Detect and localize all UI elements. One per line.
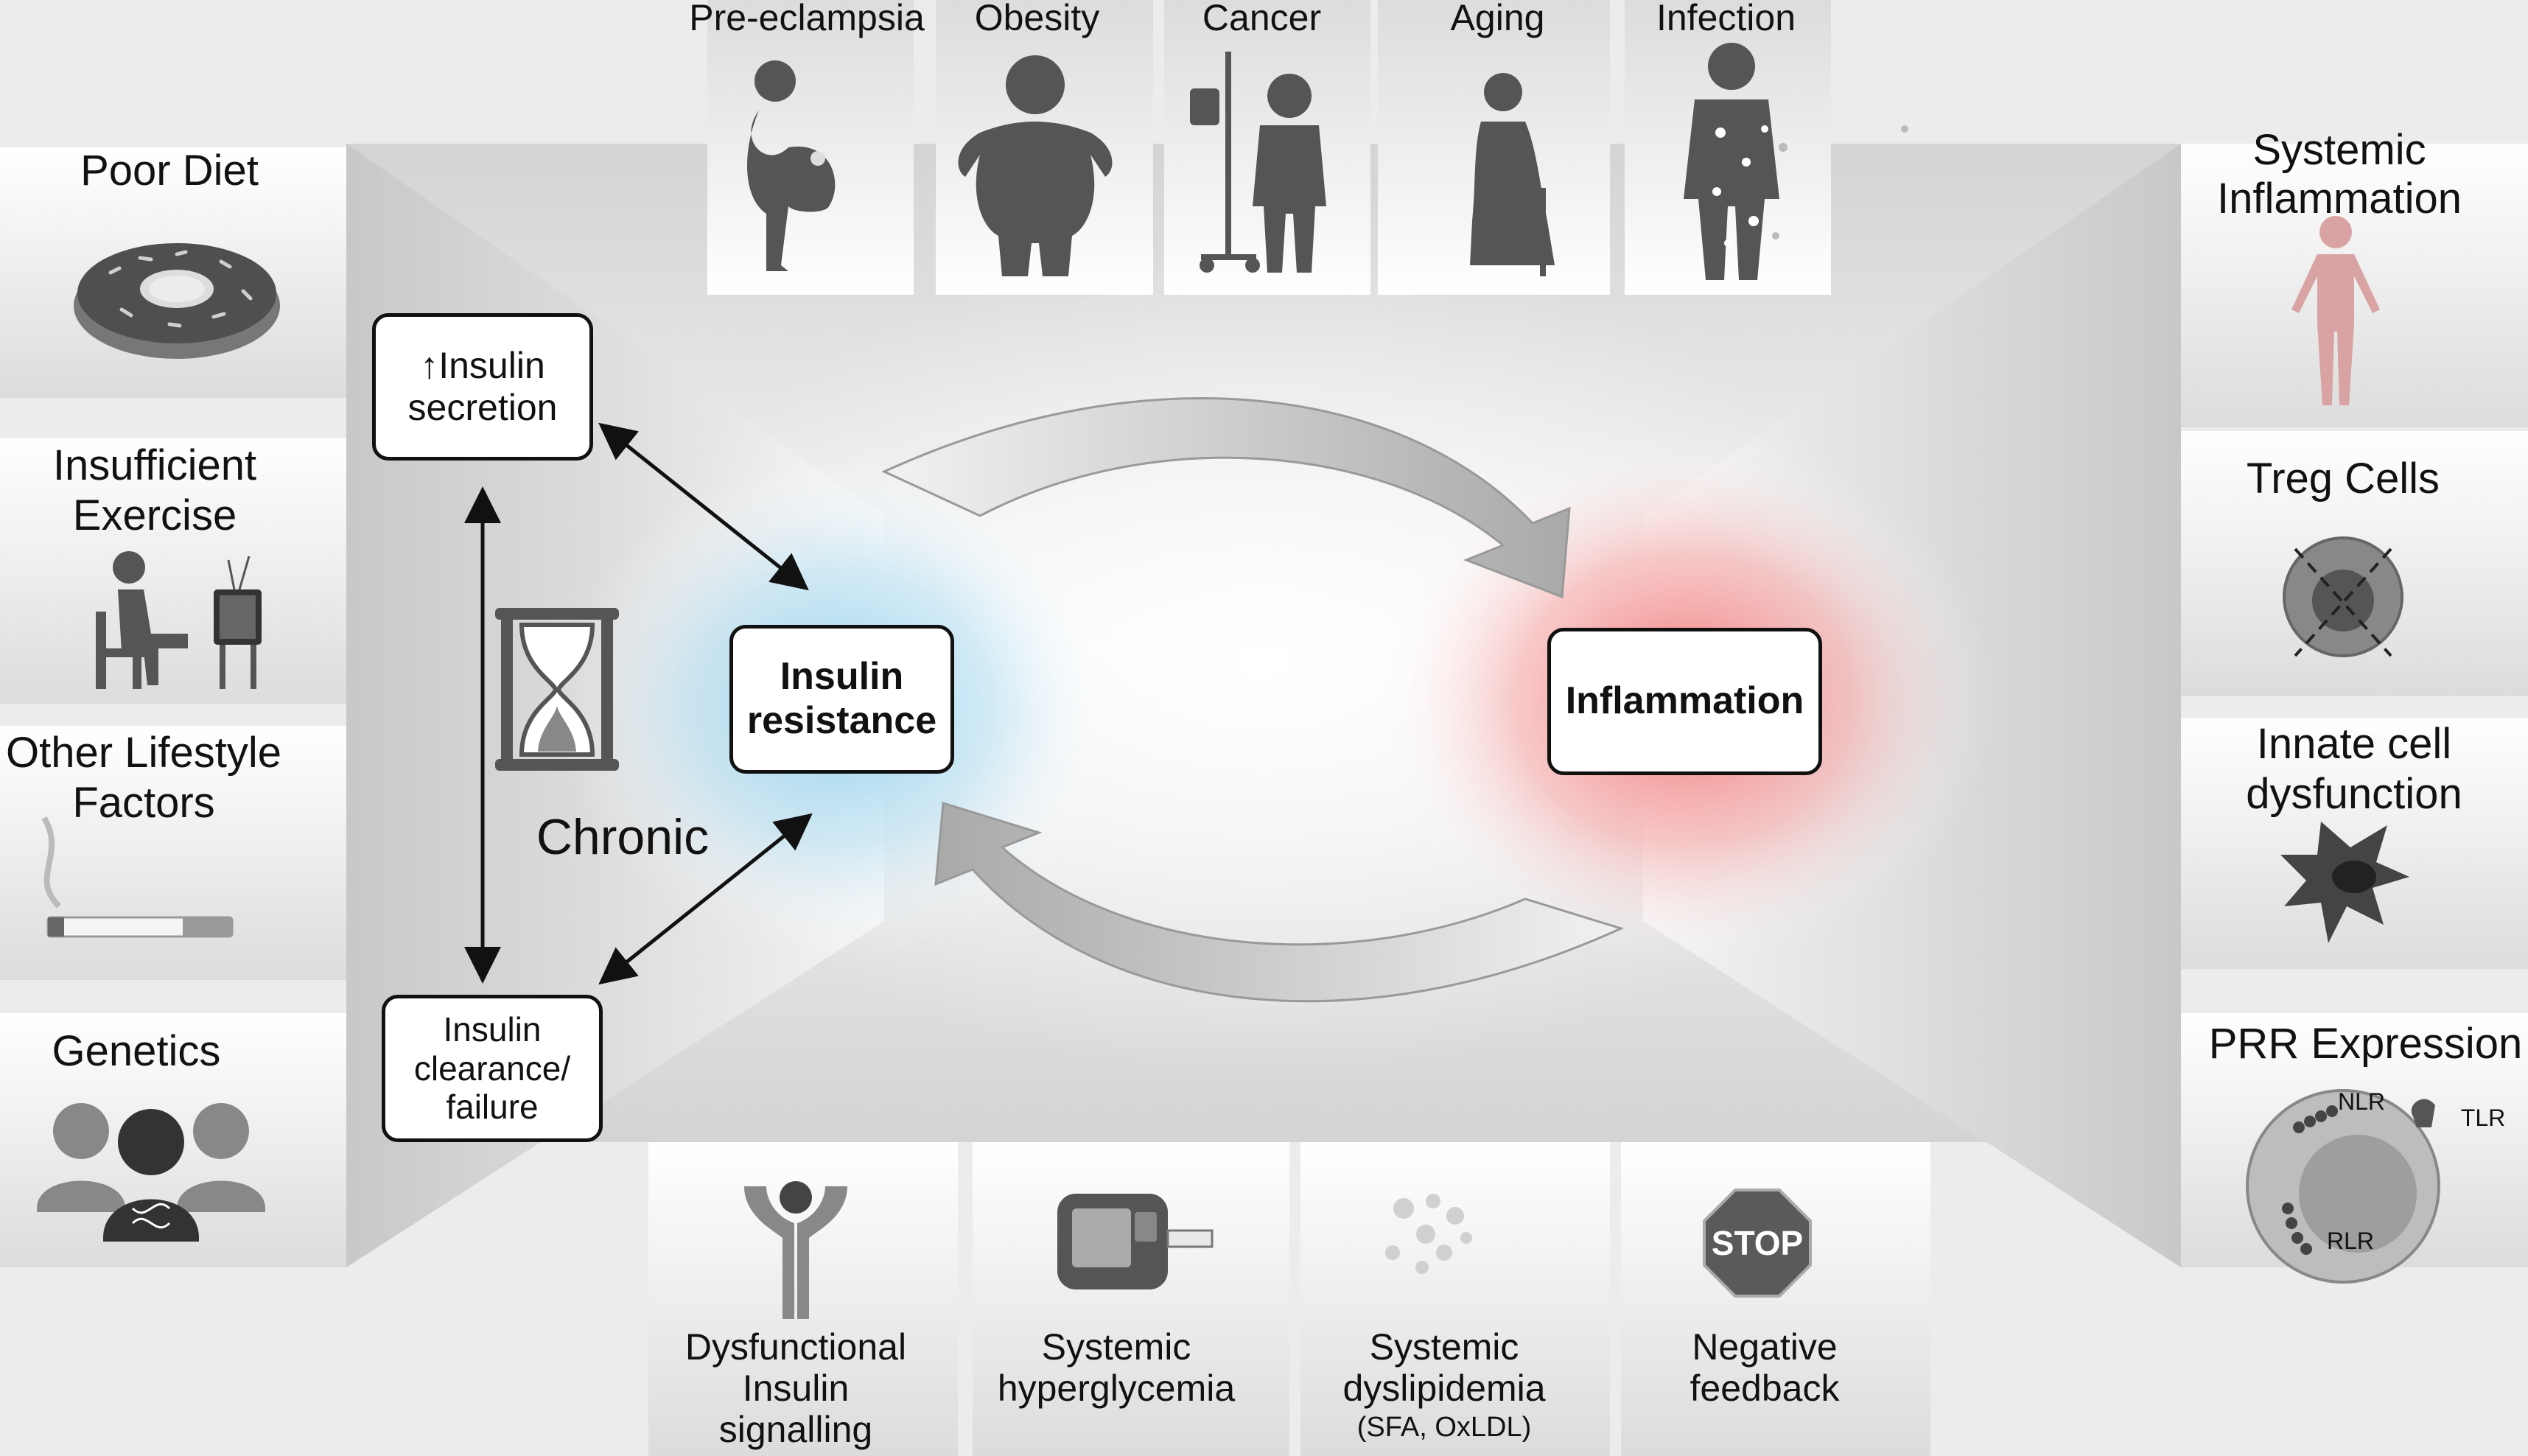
label-rlr: RLR (2326, 1228, 2374, 1254)
label-dysfunction: dysfunction (2246, 770, 2462, 818)
label-feedback: feedback (1690, 1368, 1840, 1409)
label-treg-cells: Treg Cells (2246, 455, 2440, 503)
dendritic-cell-icon (2280, 822, 2409, 943)
label-sfa-oxldl: (SFA, OxLDL) (1356, 1412, 1532, 1443)
label-prr-expression: PRR Expression (2208, 1020, 2523, 1068)
elderly-woman-icon (1470, 73, 1555, 276)
lipid-droplets-icon (1385, 1194, 1472, 1274)
clearance-line3: failure (446, 1088, 539, 1127)
secretion-line2: secretion (407, 387, 558, 428)
label-dyslipidemia: dyslipidemia (1342, 1368, 1546, 1409)
sitting-tv-icon (96, 551, 262, 689)
stop-sign-icon (1703, 1189, 1812, 1298)
donut-icon (74, 243, 280, 359)
infected-person-icon (1684, 43, 1908, 280)
secretion-line1: ↑Insulin (420, 344, 545, 386)
label-negative: Negative (1692, 1326, 1838, 1368)
systemic-inflammation-body-icon (2291, 216, 2380, 405)
curved-arrow-to-insulin-resistance (934, 802, 1625, 1003)
label-factors: Factors (72, 779, 215, 827)
ir-line2: resistance (746, 699, 937, 742)
label-aging: Aging (1450, 0, 1545, 38)
pregnant-woman-icon (746, 60, 836, 271)
label-other-lifestyle: Other Lifestyle (6, 729, 281, 777)
glucometer-icon (1057, 1194, 1214, 1289)
label-nlr: NLR (2337, 1088, 2385, 1115)
label-genetics: Genetics (52, 1027, 221, 1075)
insulin-receptor-icon (744, 1181, 847, 1319)
label-tlr: TLR (2460, 1105, 2506, 1131)
obesity-icon (958, 55, 1113, 276)
label-chronic: Chronic (536, 809, 710, 865)
inflammation-label: Inflammation (1565, 679, 1804, 723)
arrow-clearance-resistance (598, 813, 813, 985)
label-stop: STOP (1711, 1224, 1804, 1262)
label-exercise: Exercise (72, 491, 237, 539)
ir-line1: Insulin (780, 655, 904, 699)
insulin-secretion-box: ↑Insulin secretion (372, 313, 593, 461)
label-systemic-dyslip: Systemic (1369, 1326, 1519, 1368)
label-pre-eclampsia: Pre-eclampsia (689, 0, 925, 38)
label-insufficient: Insufficient (52, 441, 257, 489)
label-infection: Infection (1656, 0, 1796, 38)
insulin-resistance-box: Insulin resistance (729, 625, 954, 774)
label-innate-cell: Innate cell (2256, 720, 2452, 768)
treg-cell-icon (2283, 536, 2403, 657)
label-signalling: signalling (718, 1409, 873, 1450)
label-systemic: Systemic (2252, 126, 2426, 174)
label-obesity: Obesity (974, 0, 1100, 38)
label-dysfunctional: Dysfunctional (684, 1326, 907, 1368)
inflammation-box: Inflammation (1547, 628, 1822, 775)
arrow-secretion-resistance (598, 422, 809, 591)
clearance-line2: clearance/ (413, 1049, 571, 1088)
cigarette-icon (41, 816, 234, 938)
label-cancer: Cancer (1202, 0, 1322, 38)
label-inflammation-systemic: Inflammation (2216, 175, 2462, 223)
prr-cell-icon (2246, 1089, 2440, 1284)
bottom-panels (648, 1142, 1930, 1456)
label-systemic-hyper: Systemic (1041, 1326, 1191, 1368)
clearance-line1: Insulin (443, 1009, 542, 1049)
cancer-patient-icon (1190, 52, 1326, 273)
right-panels (2181, 144, 2528, 1267)
insulin-clearance-box: Insulin clearance/ failure (382, 995, 603, 1142)
label-hyperglycemia: hyperglycemia (997, 1368, 1236, 1409)
label-insulin-b: Insulin (742, 1368, 850, 1409)
curved-arrow-to-inflammation (881, 397, 1571, 599)
label-poor-diet: Poor Diet (80, 147, 259, 195)
genetics-people-icon (37, 1103, 265, 1242)
hourglass-icon (495, 608, 619, 771)
